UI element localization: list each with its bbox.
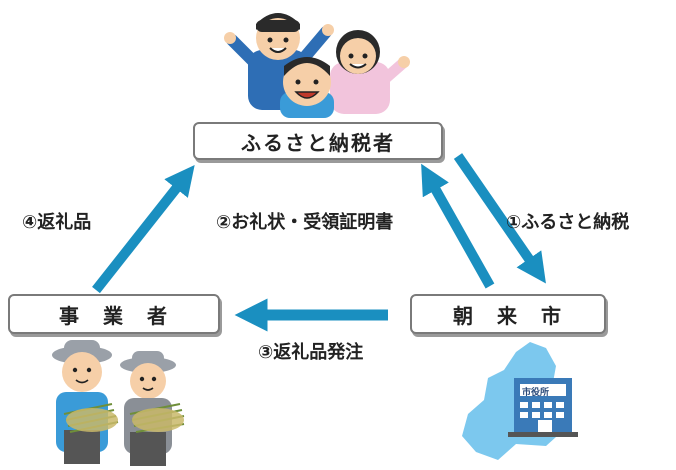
flow-label-donation: ①ふるさと納税	[506, 212, 630, 233]
flow-label-thanks-receipt: ②お礼状・受領証明書	[216, 212, 394, 233]
city-hall-map-icon	[462, 342, 578, 460]
farmers-illustration-icon	[52, 340, 185, 466]
family-illustration-icon	[224, 13, 410, 118]
arrow-thanks-receipt	[421, 163, 495, 289]
node-city: 朝 来 市	[410, 294, 606, 334]
flow-label-gift: ④返礼品	[22, 212, 92, 233]
city-hall-sign: 市役所	[522, 388, 550, 398]
arrow-donation	[453, 153, 546, 284]
node-taxpayer: ふるさと納税者	[193, 122, 443, 160]
node-business: 事 業 者	[8, 294, 220, 334]
arrow-gift	[92, 165, 195, 294]
flow-label-order: ③返礼品発注	[258, 342, 364, 363]
